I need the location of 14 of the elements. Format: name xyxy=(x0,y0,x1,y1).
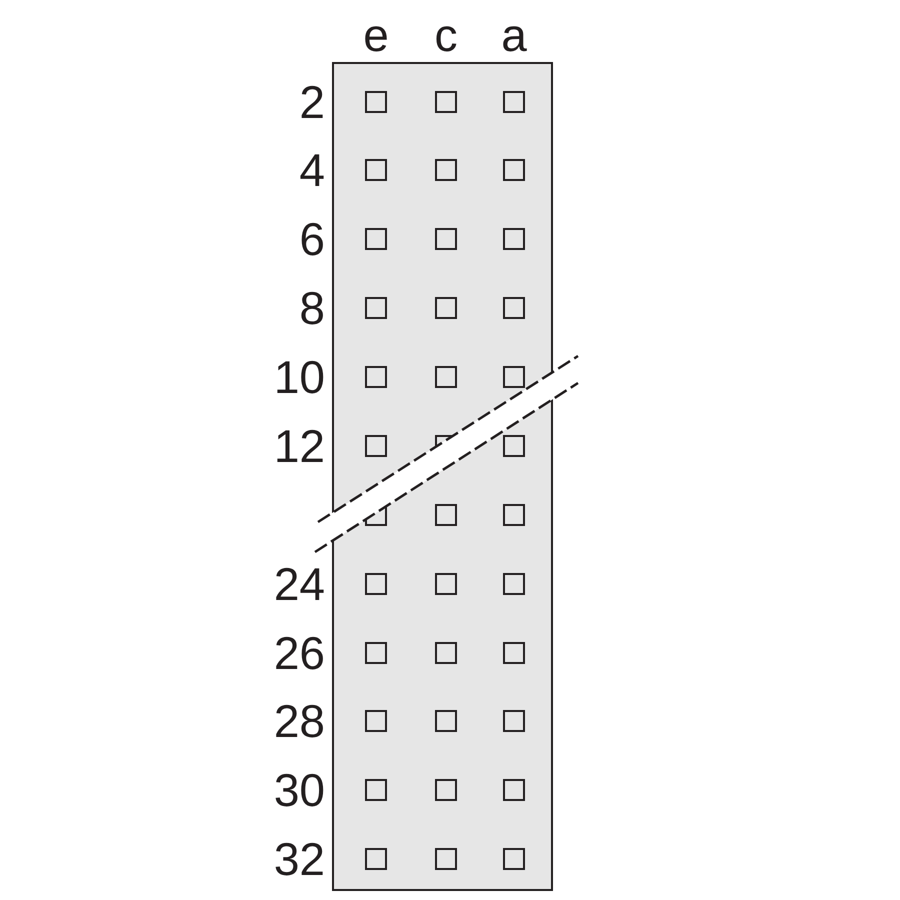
row-number: 24 xyxy=(274,561,325,607)
row-number: 28 xyxy=(274,698,325,744)
column-letter: e xyxy=(362,12,390,58)
column-letter: a xyxy=(500,12,528,58)
row-number: 30 xyxy=(274,767,325,813)
row-number: 2 xyxy=(299,79,325,125)
row-number: 26 xyxy=(274,630,325,676)
row-number: 4 xyxy=(299,147,325,193)
column-letter: c xyxy=(434,12,458,58)
row-number: 32 xyxy=(274,836,325,882)
row-number: 12 xyxy=(274,423,325,469)
row-number: 6 xyxy=(299,216,325,262)
row-number: 8 xyxy=(299,285,325,331)
row-number: 10 xyxy=(274,354,325,400)
